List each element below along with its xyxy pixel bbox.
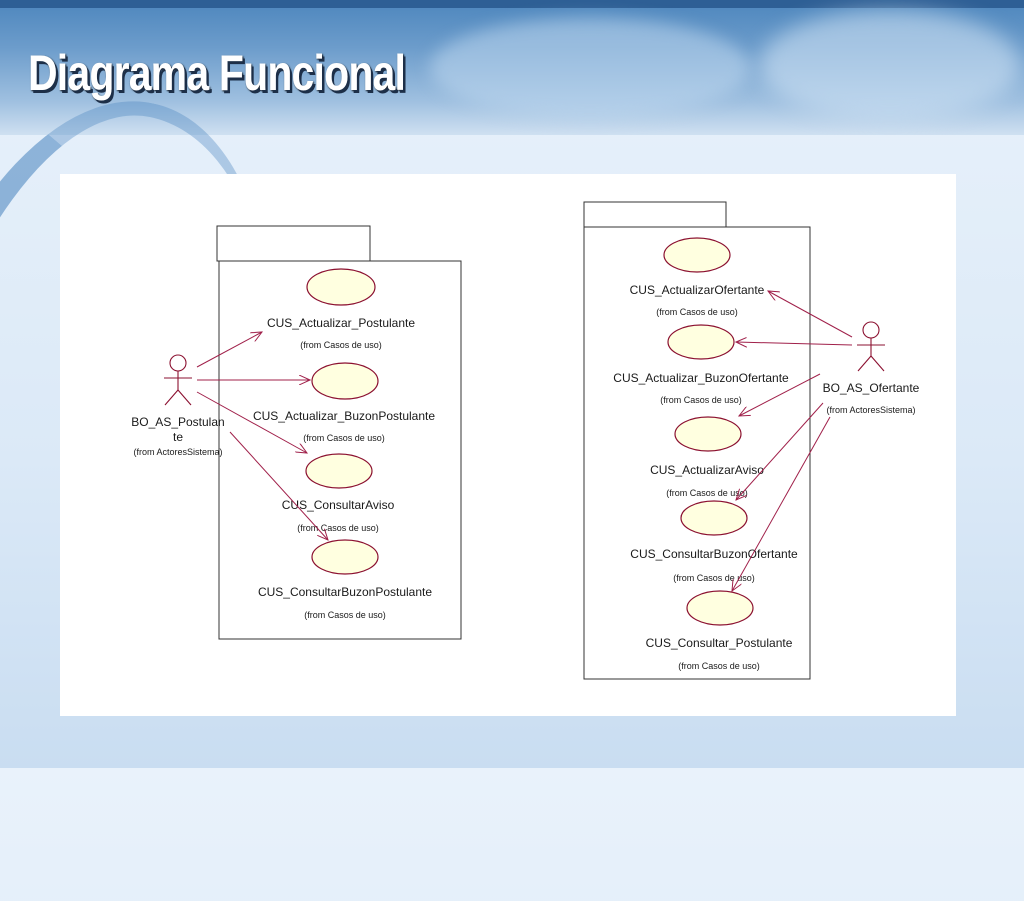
use-case-label: CUS_ActualizarOfertante <box>630 283 765 297</box>
use-case-label: CUS_ConsultarBuzonOfertante <box>630 547 798 561</box>
title-banner <box>0 0 1024 135</box>
use-case-actualizar-postulante[interactable] <box>306 268 376 306</box>
left-associations <box>196 332 328 540</box>
left-package-tab <box>216 225 371 262</box>
use-case-actualizar-ofertante[interactable] <box>663 237 731 273</box>
actor-source: (from ActoresSistema) <box>826 405 915 415</box>
right-package-tab <box>583 201 727 228</box>
use-case-consultar-postulante[interactable] <box>686 590 754 626</box>
use-case-consultar-buzon-postulante[interactable] <box>311 539 379 575</box>
actor-label: BO_AS_Postulan <box>131 415 224 429</box>
use-case-source: (from Casos de uso) <box>678 661 760 671</box>
left-package-frame <box>218 260 462 640</box>
use-case-source: (from Casos de uso) <box>297 523 379 533</box>
banner-top-stripe <box>0 0 1024 8</box>
world-map-decoration-right <box>760 10 1020 120</box>
actor-head-icon <box>169 354 187 372</box>
use-case-actualizar-aviso[interactable] <box>674 416 742 452</box>
left-package: CUS_Actualizar_Postulante (from Casos de… <box>216 225 462 640</box>
use-case-source: (from Casos de uso) <box>303 433 385 443</box>
actor-head-icon <box>862 321 880 339</box>
actor-label-cont: te <box>173 430 183 444</box>
right-package: CUS_ActualizarOfertante (from Casos de u… <box>583 201 811 680</box>
use-case-actualizar-buzon-ofertante[interactable] <box>667 324 735 360</box>
diagram-panel: CUS_Actualizar_Postulante (from Casos de… <box>60 174 956 716</box>
actor-label: BO_AS_Ofertante <box>823 381 920 395</box>
actor-postulante[interactable] <box>164 354 192 406</box>
use-case-label: CUS_ConsultarAviso <box>282 498 395 512</box>
actor-ofertante[interactable] <box>857 321 885 372</box>
use-case-source: (from Casos de uso) <box>300 340 382 350</box>
use-case-label: CUS_Actualizar_Postulante <box>267 316 415 330</box>
right-associations <box>732 291 853 591</box>
use-case-label: CUS_Actualizar_BuzonPostulante <box>253 409 435 423</box>
use-case-source: (from Casos de uso) <box>673 573 755 583</box>
use-case-label: CUS_Actualizar_BuzonOfertante <box>613 371 789 385</box>
use-case-label: CUS_ConsultarBuzonPostulante <box>258 585 432 599</box>
use-case-label: CUS_Consultar_Postulante <box>646 636 793 650</box>
use-case-consultar-buzon-ofertante[interactable] <box>680 500 748 536</box>
use-case-diagram: CUS_Actualizar_Postulante (from Casos de… <box>131 201 920 680</box>
use-case-consultar-aviso[interactable] <box>305 453 373 489</box>
use-case-label: CUS_ActualizarAviso <box>650 463 764 477</box>
world-map-decoration <box>430 18 750 118</box>
use-case-source: (from Casos de uso) <box>660 395 742 405</box>
slide-title: Diagrama Funcional <box>28 45 406 101</box>
actor-source: (from ActoresSistema) <box>133 447 222 457</box>
use-case-source: (from Casos de uso) <box>666 488 748 498</box>
use-case-actualizar-buzon-postulante[interactable] <box>311 362 379 400</box>
use-case-source: (from Casos de uso) <box>656 307 738 317</box>
use-case-source: (from Casos de uso) <box>304 610 386 620</box>
